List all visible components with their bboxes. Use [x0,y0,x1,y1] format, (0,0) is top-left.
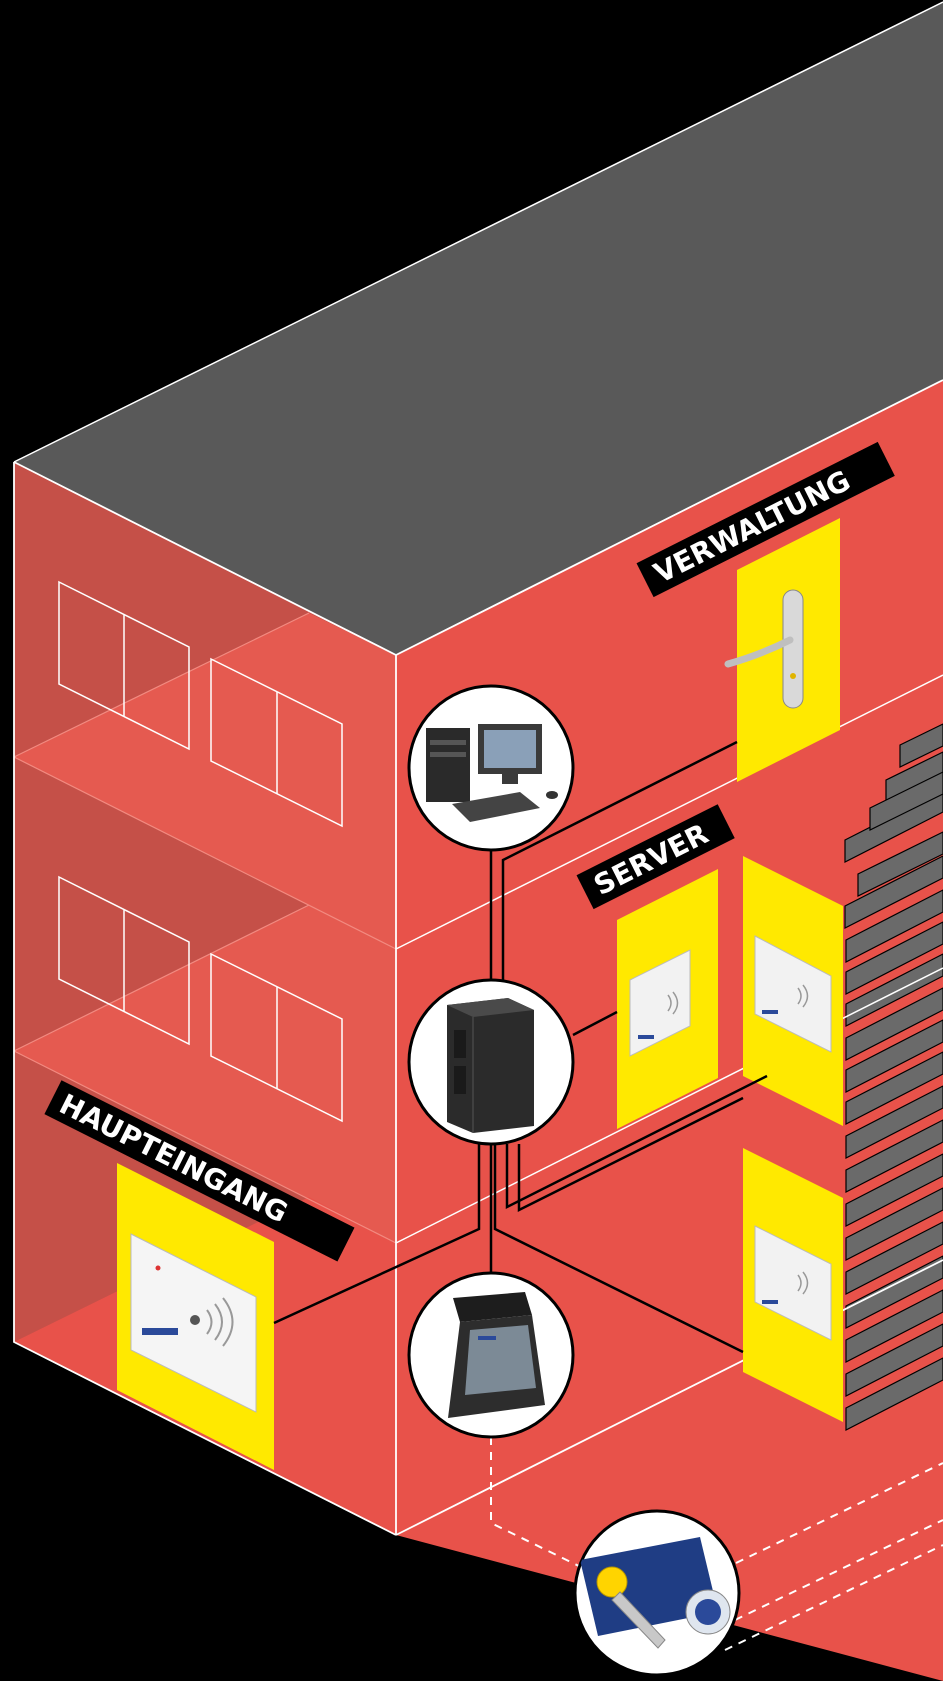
staircase [844,723,943,1431]
floor-slab-upper [14,613,396,949]
door-lower-side [743,1148,843,1422]
workstation-node [407,684,575,852]
windows-middle [58,875,343,1123]
door-server-side [743,856,843,1126]
floor-slab-middle [14,905,396,1243]
desktop-computer-icon [426,724,558,822]
server-node [407,978,575,1146]
card-reader-icon [629,949,691,1057]
windows-upper [58,580,343,828]
door-verwaltung [724,518,840,782]
key-card-fob-icon [580,1537,731,1649]
credentials-node [573,1509,741,1677]
electronic-door-handle-icon [724,589,804,709]
card-reader-icon [130,1233,257,1413]
building-roof [14,2,943,655]
credential-lines-dashed [490,1437,943,1651]
terminal-node [407,1271,575,1439]
access-terminal-icon [448,1292,545,1418]
network-lines [273,740,768,1354]
card-reader-icon [754,935,832,1053]
card-reader-icon [754,1225,832,1341]
door-haupteingang [117,1163,274,1470]
server-tower-icon [447,998,534,1133]
door-server-front [617,869,718,1129]
